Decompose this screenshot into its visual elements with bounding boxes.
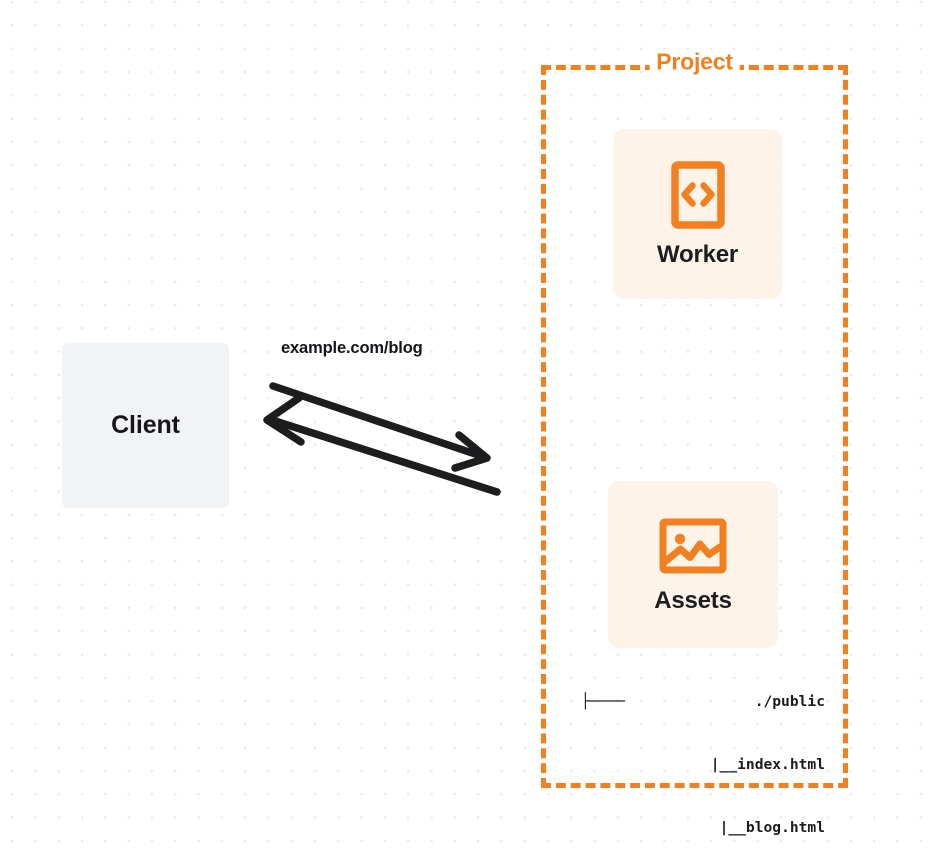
image-icon [659, 518, 727, 573]
node-worker[interactable]: Worker [613, 129, 782, 299]
tree-node-name: ./public [754, 693, 825, 710]
tree-branch-glyph: ├──── [581, 693, 625, 710]
client-label: Client [111, 411, 180, 439]
node-client[interactable]: Client [62, 343, 229, 508]
assets-label: Assets [654, 586, 732, 614]
request-arrow [269, 382, 491, 472]
tree-row-root: ├──── ./public [581, 691, 825, 712]
assets-file-tree: ├──── ./public |__index.html |__blog.htm… [581, 649, 825, 860]
tree-row-index: |__index.html [581, 754, 825, 775]
tree-node-name: index.html [737, 756, 825, 773]
tree-branch-glyph: |__ [710, 756, 738, 773]
tree-row-blog: |__blog.html [581, 817, 825, 838]
project-title: Project [649, 50, 740, 74]
worker-label: Worker [656, 241, 739, 268]
project-container: Project Worker Assets ├──── ./public [541, 50, 848, 836]
code-brackets-icon [670, 161, 725, 229]
tree-branch-glyph: |__ [719, 819, 746, 836]
response-arrow [263, 394, 501, 496]
edge-label-url: example.com/blog [281, 339, 423, 357]
node-assets[interactable]: Assets [608, 481, 778, 648]
tree-node-name: blog.html [745, 819, 825, 836]
